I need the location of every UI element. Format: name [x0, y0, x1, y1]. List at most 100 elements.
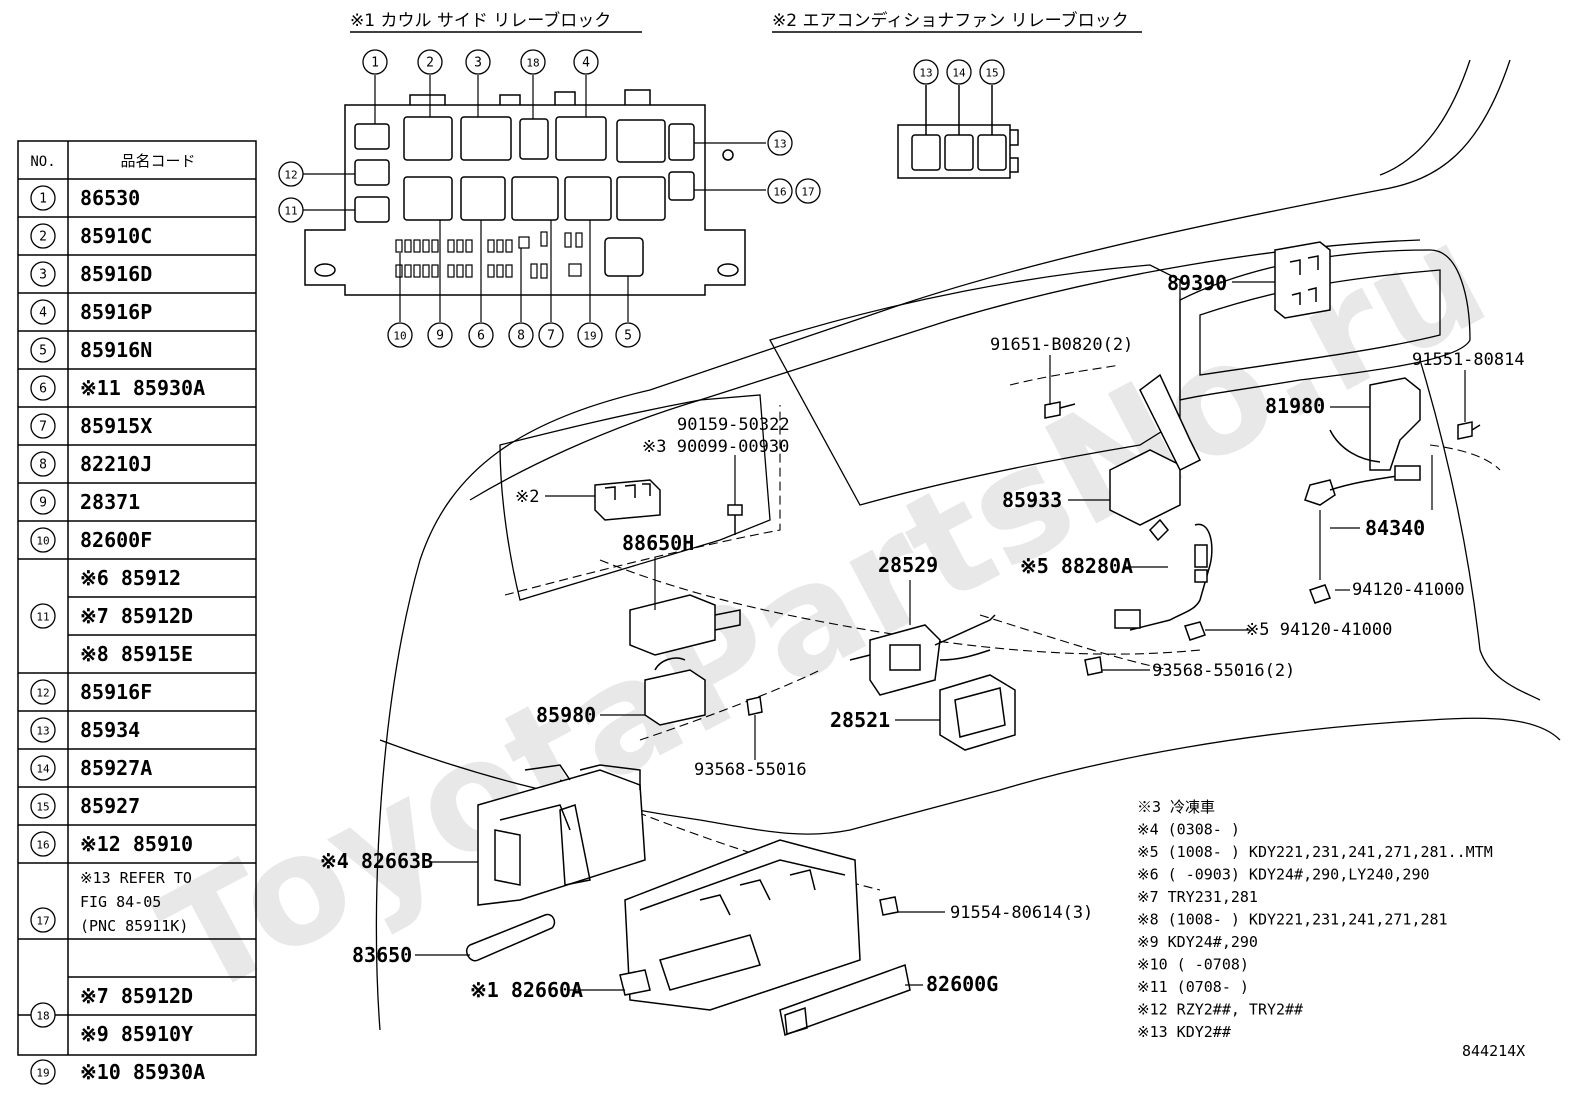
- callout-circle: [465, 49, 491, 75]
- label-28529: 28529: [878, 553, 938, 577]
- label-88280A: ※5 88280A: [1020, 554, 1133, 578]
- label-28521: 28521: [830, 708, 890, 732]
- callout-number: 4: [39, 306, 47, 321]
- cowl-callout: 5: [615, 322, 641, 348]
- cowl-callout: 9: [427, 322, 453, 348]
- callout-number: 14: [952, 67, 966, 80]
- table-row-code: FIG 84-05: [80, 893, 161, 911]
- callout-circle: [615, 322, 641, 348]
- callout-circle: [30, 527, 56, 553]
- callout-number: 13: [36, 725, 49, 738]
- label-84340: 84340: [1365, 516, 1425, 540]
- cowl-callout: 11: [278, 197, 304, 223]
- part-leaders: [415, 281, 1466, 991]
- callout-number: 18: [526, 57, 539, 70]
- label-94120-a: 94120-41000: [1352, 580, 1465, 600]
- label-93568-a: 93568-55016(2): [1152, 661, 1295, 681]
- table-row-number: 11: [30, 603, 56, 629]
- aircon-callouts: 13 14 15: [913, 59, 1005, 85]
- callout-circle: [30, 451, 56, 477]
- table-row-code: 85916P: [80, 300, 152, 324]
- cowl-callout: 8: [508, 322, 534, 348]
- callout-number: 6: [39, 382, 47, 397]
- callout-number: 7: [547, 329, 555, 344]
- callout-number: 5: [624, 329, 632, 344]
- table-row-code: 85934: [80, 718, 140, 742]
- table-row-number: 6: [30, 375, 56, 401]
- callout-circle: [30, 755, 56, 781]
- callout-circle: [520, 49, 546, 75]
- callout-circle: [30, 1002, 56, 1028]
- aircon-block-header: ※2 エアコンディショナファン リレーブロック: [772, 10, 1129, 31]
- cowl-callout: 1: [362, 49, 388, 75]
- table-row-number: 4: [30, 299, 56, 325]
- cowl-callout: 2: [417, 49, 443, 75]
- callout-circle: [30, 679, 56, 705]
- footnote-line: ※11 (0708- ): [1137, 978, 1249, 996]
- callout-circle: [913, 59, 939, 85]
- aircon-callout: 14: [946, 59, 972, 85]
- table-row-number: 1: [30, 185, 56, 211]
- callout-circle: [767, 178, 793, 204]
- table-row-code: ※8 85915E: [80, 642, 193, 666]
- callout-number: 5: [39, 344, 47, 359]
- footnotes: ※3 冷凍車※4 (0308- )※5 (1008- ) KDY221,231,…: [1137, 798, 1493, 1041]
- table-row-code: ※7 85912D: [80, 984, 193, 1008]
- callout-number: 12: [36, 687, 49, 700]
- callout-circle: [30, 1059, 56, 1085]
- footnote-line: ※6 ( -0903) KDY24#,290,LY240,290: [1137, 866, 1430, 884]
- callout-circle: [30, 489, 56, 515]
- table-row-number: 14: [30, 755, 56, 781]
- part-illustrations: [466, 241, 1481, 1037]
- table-row-code: 82600F: [80, 528, 152, 552]
- footnote-line: ※9 KDY24#,290: [1137, 933, 1258, 951]
- callout-number: 15: [985, 67, 998, 80]
- callout-circle: [30, 375, 56, 401]
- cowl-callout: 6: [468, 322, 494, 348]
- callout-number: 8: [39, 458, 47, 473]
- label-88650H: 88650H: [622, 531, 694, 555]
- label-85980: 85980: [536, 703, 596, 727]
- callout-number: 3: [474, 56, 482, 71]
- callout-circle: [387, 322, 413, 348]
- callout-number: 10: [393, 330, 406, 343]
- callout-number: 13: [919, 67, 932, 80]
- callout-number: 12: [284, 169, 297, 182]
- footnote-line: ※13 KDY2##: [1137, 1023, 1231, 1041]
- callout-circle: [362, 49, 388, 75]
- callout-circle: [946, 59, 972, 85]
- aircon-callout: 15: [979, 59, 1005, 85]
- callout-circle: [30, 603, 56, 629]
- table-row-code: (PNC 85911K): [80, 917, 188, 935]
- table-row-code: ※7 85912D: [80, 604, 193, 628]
- callout-circle: [278, 197, 304, 223]
- callout-number: 16: [773, 186, 786, 199]
- callout-number: 10: [36, 535, 49, 548]
- table-header-no: NO.: [30, 154, 55, 170]
- table-row-number: 7: [30, 413, 56, 439]
- callout-circle: [795, 178, 821, 204]
- callout-number: 13: [773, 138, 786, 151]
- cowl-block-header: ※1 カウル サイド リレーブロック: [350, 10, 611, 31]
- cowl-callout: 12: [278, 161, 304, 187]
- aircon-relay-block: [897, 85, 1019, 179]
- cowl-callout: 13: [767, 130, 793, 156]
- table-row-code: ※12 85910: [80, 832, 193, 856]
- callout-circle: [30, 337, 56, 363]
- callout-circle: [30, 831, 56, 857]
- table-row-code: 85916F: [80, 680, 152, 704]
- table-header-code: 品名コード: [120, 152, 195, 170]
- callout-circle: [573, 49, 599, 75]
- callout-number: 6: [477, 329, 485, 344]
- aircon-callout: 13: [913, 59, 939, 85]
- cowl-relay-block: [303, 75, 766, 322]
- label-93568-b: 93568-55016: [694, 760, 807, 780]
- label-mark2: ※2: [515, 487, 539, 507]
- table-row-code: 82210J: [80, 452, 152, 476]
- table-row-number: 9: [30, 489, 56, 515]
- table-row-code: 85927A: [80, 756, 152, 780]
- callout-circle: [30, 717, 56, 743]
- table-row-number: 2: [30, 223, 56, 249]
